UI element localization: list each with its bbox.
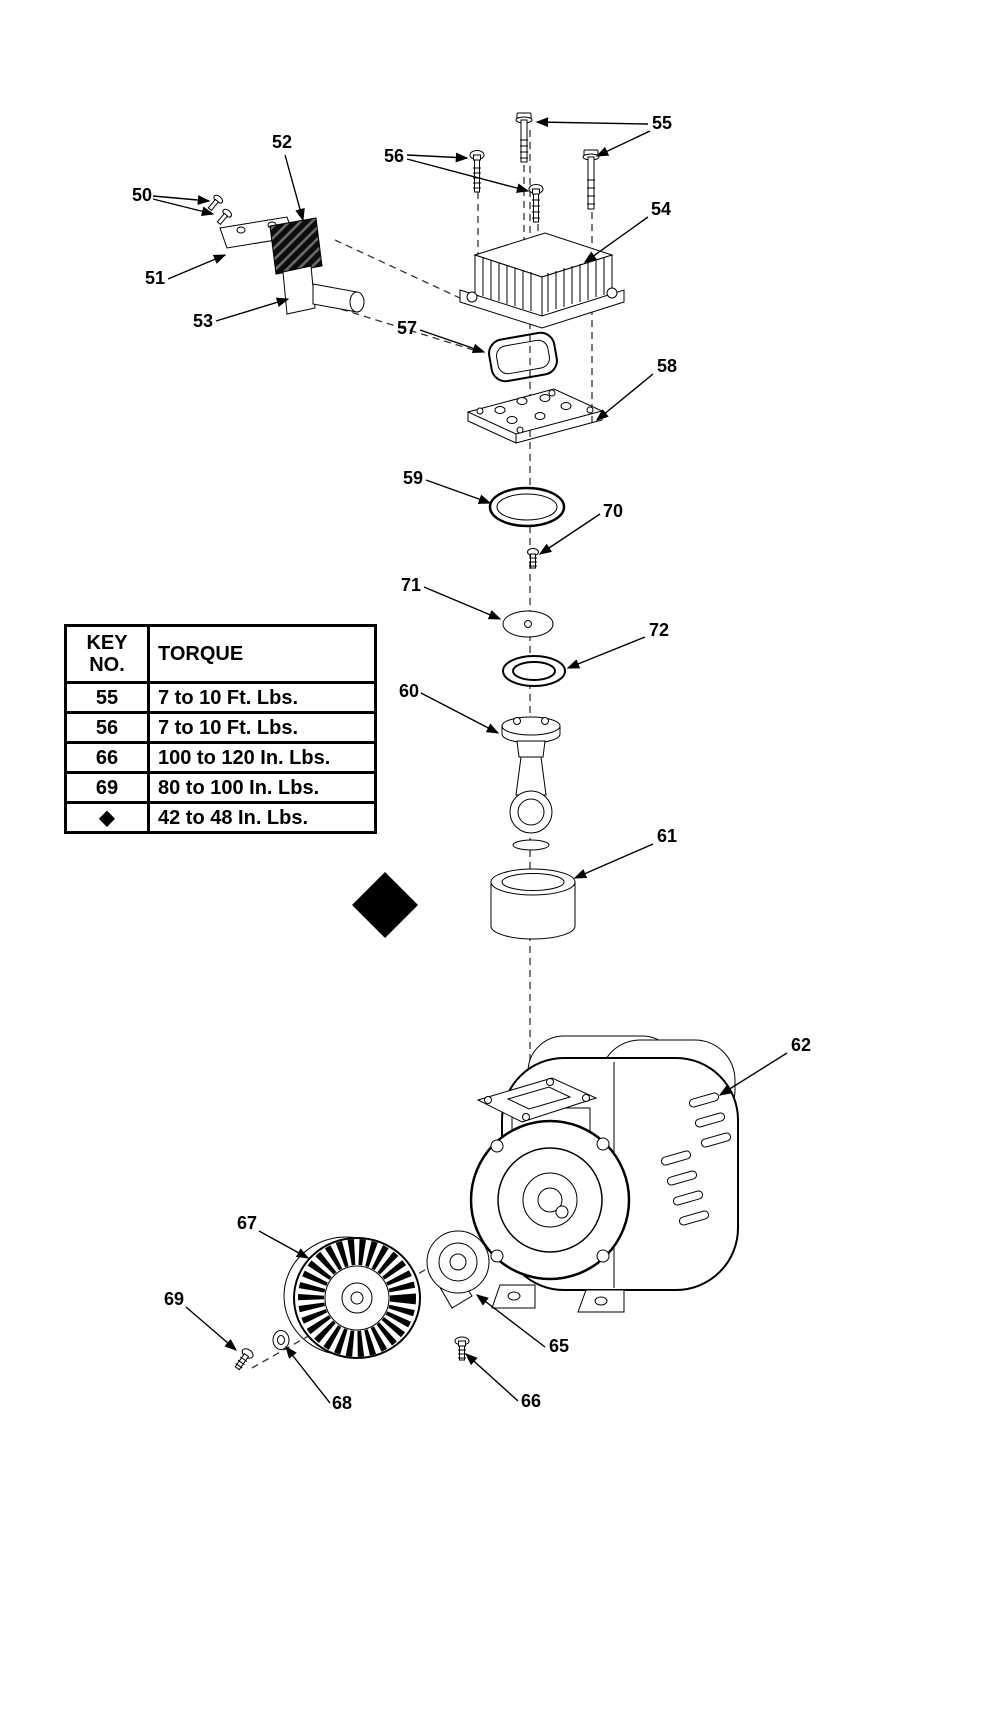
torque-table-key-header: KEY NO. <box>64 624 150 684</box>
torque-row: 55 7 to 10 Ft. Lbs. <box>64 681 377 714</box>
torque-value-cell: 100 to 120 In. Lbs. <box>147 741 377 774</box>
part-66-screw <box>454 1336 470 1361</box>
torque-row: 66 100 to 120 In. Lbs. <box>64 741 377 774</box>
part-52-hatched-plate <box>269 217 323 275</box>
callout-66: 66 <box>521 1391 541 1411</box>
callout-65: 65 <box>549 1336 569 1356</box>
part-56-screws <box>469 150 544 223</box>
part-57-head-gasket <box>488 331 558 383</box>
callout-58: 58 <box>657 356 677 376</box>
part-58-valve-plate <box>466 388 604 444</box>
torque-table-torque-header: TORQUE <box>147 624 377 684</box>
part-69-screw <box>234 1348 254 1371</box>
torque-key-cell: 66 <box>64 741 150 774</box>
torque-table: KEY NO. TORQUE 55 7 to 10 Ft. Lbs. 56 7 … <box>64 624 377 834</box>
leader-lines <box>152 117 788 1404</box>
callout-50: 50 <box>132 185 152 205</box>
part-68-washer <box>272 1330 290 1350</box>
part-59-o-ring <box>488 486 566 528</box>
torque-value-cell: 7 to 10 Ft. Lbs. <box>147 711 377 744</box>
callout-57: 57 <box>397 318 417 338</box>
callout-71: 71 <box>401 575 421 595</box>
torque-key-cell: 55 <box>64 681 150 714</box>
torque-table-header-row: KEY NO. TORQUE <box>64 624 377 684</box>
part-55-bolts <box>515 112 600 210</box>
part-65-eccentric <box>426 1230 490 1309</box>
callout-54: 54 <box>651 199 671 219</box>
part-54-cylinder-head <box>459 232 625 329</box>
torque-row: 69 80 to 100 In. Lbs. <box>64 771 377 804</box>
torque-value-cell: 80 to 100 In. Lbs. <box>147 771 377 804</box>
callout-52: 52 <box>272 132 292 152</box>
part-71-valve-disc <box>502 610 554 638</box>
callout-70: 70 <box>603 501 623 521</box>
callout-72: 72 <box>649 620 669 640</box>
part-61-cylinder-sleeve <box>490 868 576 940</box>
callout-69: 69 <box>164 1289 184 1309</box>
part-72-ring <box>502 655 566 687</box>
callout-51: 51 <box>145 268 165 288</box>
part-70-screw <box>527 548 539 569</box>
callout-59: 59 <box>403 468 423 488</box>
callout-61: 61 <box>657 826 677 846</box>
callout-53: 53 <box>193 311 213 331</box>
part-62-motor-assembly <box>469 1035 739 1313</box>
part-50-screws <box>207 194 233 226</box>
part-53-valve-body <box>282 265 365 315</box>
torque-value-cell: 42 to 48 In. Lbs. <box>147 801 377 834</box>
torque-row: 56 7 to 10 Ft. Lbs. <box>64 711 377 744</box>
torque-key-cell: 69 <box>64 771 150 804</box>
callout-56: 56 <box>384 146 404 166</box>
callout-55: 55 <box>652 113 672 133</box>
torque-key-cell: 56 <box>64 711 150 744</box>
callout-60: 60 <box>399 681 419 701</box>
torque-key-cell-diamond: ◆ <box>64 801 150 834</box>
diamond-key-marker <box>352 872 418 938</box>
torque-row: ◆ 42 to 48 In. Lbs. <box>64 801 377 834</box>
callout-62: 62 <box>791 1035 811 1055</box>
callout-68: 68 <box>332 1393 352 1413</box>
callout-67: 67 <box>237 1213 257 1233</box>
torque-value-cell: 7 to 10 Ft. Lbs. <box>147 681 377 714</box>
part-67-fan-wheel <box>283 1236 421 1359</box>
part-60-piston-rod <box>501 716 561 851</box>
